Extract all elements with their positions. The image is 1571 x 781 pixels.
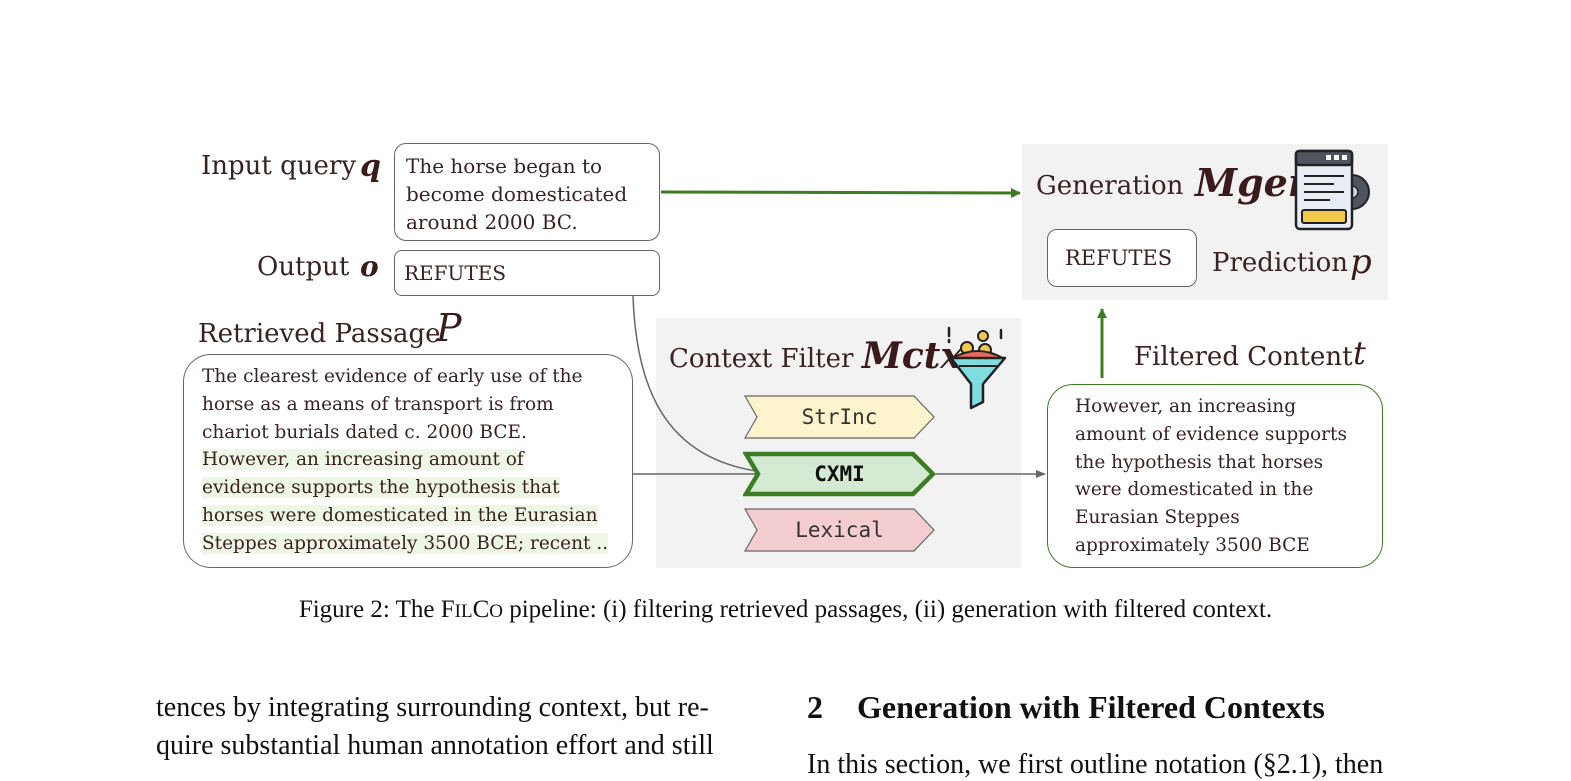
retrieved-passage-box: The clearest evidence of early use of th… (183, 354, 633, 568)
context-filter-label: Context Filter (669, 344, 854, 374)
filter-option-strinc: StrInc (743, 394, 936, 440)
filter-label-lexical: Lexical (795, 518, 884, 542)
filtered-line: However, an increasing (1075, 396, 1297, 417)
funnel-icon (947, 326, 1007, 410)
passage-line: The clearest evidence of early use of th… (202, 366, 583, 387)
passage-line-highlighted: Steppes approximately 3500 BCE; recent .… (202, 532, 609, 554)
retrieved-passage-label: Retrieved Passage (198, 319, 441, 349)
caption-suffix: pipeline: (i) filtering retrieved passag… (502, 596, 1273, 623)
body-left-line: tences by integrating surrounding contex… (156, 692, 709, 723)
filtered-line: approximately 3500 BCE (1075, 534, 1310, 556)
filter-label-strinc: StrInc (801, 405, 878, 429)
filtered-line: Eurasian Steppes (1075, 507, 1240, 529)
caption-name-o: O (489, 601, 503, 622)
caption-name-il: IL (454, 601, 473, 622)
figure-caption: Figure 2: The FILCO pipeline: (i) filter… (0, 596, 1571, 624)
filtered-content-symbol: t (1353, 334, 1366, 372)
output-value: REFUTES (404, 261, 507, 285)
generation-label: Generation (1036, 171, 1184, 201)
query-to-generation-arrow (660, 187, 1021, 198)
body-left-line: quire substantial human annotation effor… (156, 730, 714, 761)
prediction-value: REFUTES (1065, 246, 1173, 270)
section-number: 2 (807, 689, 823, 725)
document-gear-icon (1294, 149, 1370, 231)
input-query-label: Input query (201, 151, 357, 181)
filtered-line: amount of evidence supports (1075, 423, 1347, 445)
body-right-line: In this section, we first outline notati… (807, 749, 1384, 780)
input-line: around 2000 BC. (406, 210, 578, 234)
filter-option-cxmi: CXMI (743, 451, 936, 497)
caption-name-f: F (440, 596, 455, 623)
input-query-symbol: q (360, 149, 381, 184)
output-to-filter-curve (632, 295, 765, 475)
output-label: Output (257, 252, 350, 282)
passage-line: horse as a means of transport is from (202, 393, 554, 415)
prediction-label: Prediction (1212, 248, 1348, 278)
prediction-symbol: p (1350, 242, 1372, 282)
filter-option-lexical: Lexical (743, 507, 936, 553)
filtered-line: were domesticated in the (1075, 479, 1314, 501)
filtered-content-box: However, an increasing amount of evidenc… (1047, 384, 1383, 568)
input-line: The horse began to (406, 154, 603, 178)
output-symbol: o (360, 250, 379, 283)
prediction-box: REFUTES (1047, 229, 1197, 287)
passage-line: chariot burials dated c. 2000 BCE. (202, 421, 527, 443)
passage-line-highlighted: evidence supports the hypothesis that (202, 477, 560, 499)
section-title: Generation with Filtered Contexts (857, 689, 1325, 725)
context-filter-symbol: Mctx (862, 335, 962, 377)
caption-prefix: Figure 2: The (298, 596, 441, 623)
filtered-line: the hypothesis that horses (1075, 451, 1324, 473)
input-query-box: The horse began to become domesticated a… (394, 143, 660, 241)
input-line: become domesticated (406, 182, 628, 206)
caption-name-c: C (472, 596, 490, 623)
filtered-content-label: Filtered Content (1134, 342, 1353, 372)
passage-line-highlighted: horses were domesticated in the Eurasian (202, 504, 598, 526)
passage-line-highlighted: However, an increasing amount of (202, 449, 524, 471)
filter-label-cxmi: CXMI (814, 462, 865, 486)
retrieved-passage-symbol: P (436, 306, 462, 350)
output-box: REFUTES (394, 250, 660, 296)
